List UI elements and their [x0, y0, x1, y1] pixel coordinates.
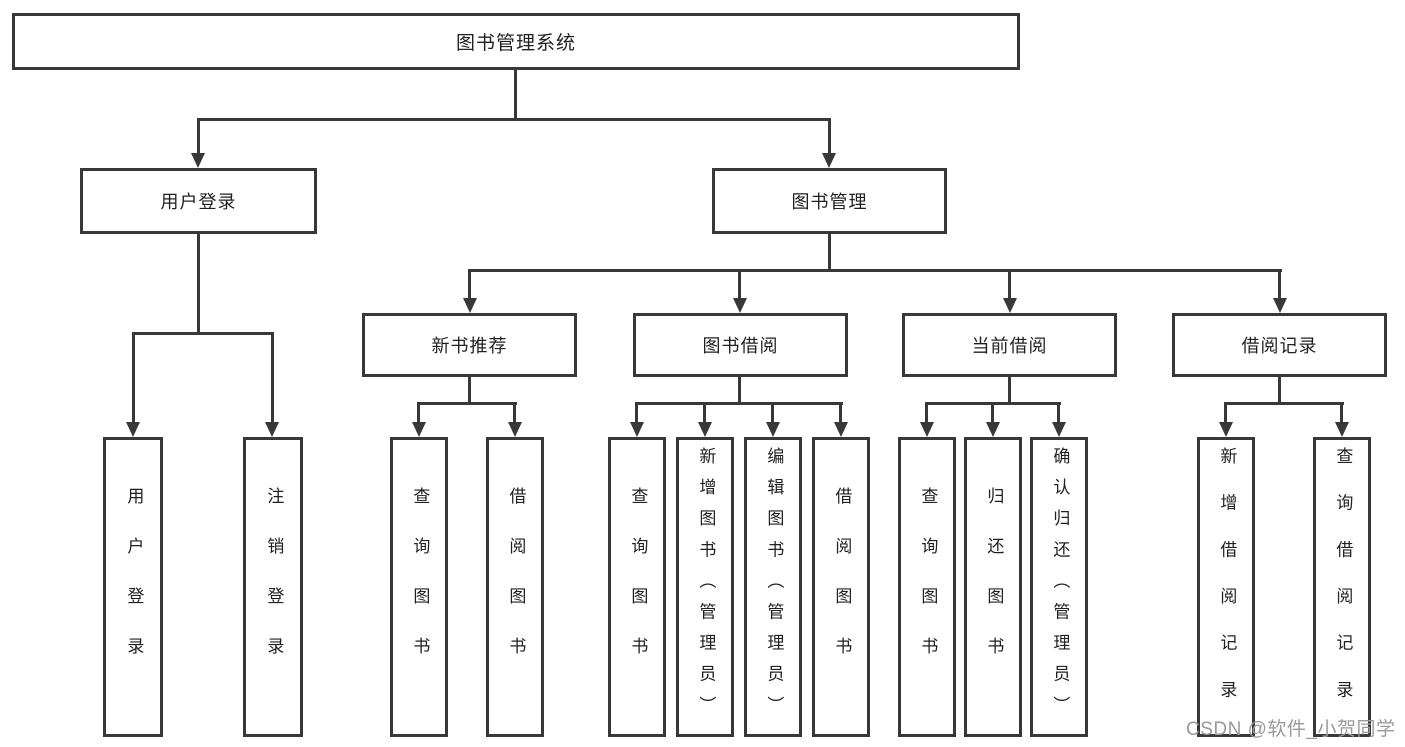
leaf-current-confirm-return-admin-label: 确认归还（管理员） — [1050, 447, 1070, 727]
arrow-newbook-query — [412, 422, 426, 437]
edge-root-stem — [514, 70, 517, 120]
edge-book-mgmt-stub4 — [1278, 269, 1281, 299]
edge-root-stub-left — [197, 118, 200, 155]
arrow-records-query — [1335, 422, 1349, 437]
node-new-book-recommend: 新书推荐 — [362, 313, 577, 377]
leaf-records-query-record-label: 查询借阅记录 — [1333, 447, 1353, 727]
leaf-newbook-query-books: 查询图书 — [390, 437, 448, 737]
arrow-borrow-query — [630, 422, 644, 437]
node-new-book-recommend-label: 新书推荐 — [431, 336, 508, 356]
leaf-borrow-borrow-books-label: 借阅图书 — [832, 487, 852, 687]
leaf-records-add-record-label: 新增借阅记录 — [1217, 447, 1237, 727]
node-book-management: 图书管理 — [712, 168, 947, 234]
edge-book-mgmt-stem — [828, 234, 831, 272]
edge-borrow-stub3 — [771, 402, 774, 423]
arrow-borrow-borrow — [834, 422, 848, 437]
edge-borrow-stem — [738, 377, 741, 405]
edge-book-mgmt-stub2 — [738, 269, 741, 299]
leaf-borrow-add-books-admin-label: 新增图书（管理员） — [696, 447, 716, 727]
leaf-current-confirm-return-admin: 确认归还（管理员） — [1030, 437, 1088, 737]
node-current-borrow-label: 当前借阅 — [971, 336, 1048, 356]
arrow-book-borrow — [733, 298, 747, 313]
edge-root-bar — [197, 118, 831, 121]
edge-book-mgmt-bar — [468, 269, 1282, 272]
leaf-borrow-add-books-admin: 新增图书（管理员） — [676, 437, 734, 737]
edge-records-stub2 — [1340, 402, 1343, 423]
node-current-borrow: 当前借阅 — [902, 313, 1117, 377]
edge-current-stub1 — [925, 402, 928, 423]
edge-records-stub1 — [1224, 402, 1227, 423]
leaf-borrow-query-books-label: 查询图书 — [628, 487, 648, 687]
edge-records-stem — [1278, 377, 1281, 405]
leaf-borrow-borrow-books: 借阅图书 — [812, 437, 870, 737]
edge-borrow-bar — [635, 402, 843, 405]
edge-borrow-stub2 — [703, 402, 706, 423]
node-root-label: 图书管理系统 — [455, 33, 576, 54]
edge-root-stub-right — [828, 118, 831, 155]
edge-newbook-stub1 — [417, 402, 420, 423]
edge-newbook-stem — [468, 377, 471, 405]
leaf-newbook-query-books-label: 查询图书 — [410, 487, 430, 687]
edge-current-stub2 — [991, 402, 994, 423]
edge-user-login-bar — [132, 332, 274, 335]
leaf-current-query-books: 查询图书 — [898, 437, 956, 737]
edge-newbook-bar — [417, 402, 517, 405]
edge-current-stub3 — [1057, 402, 1060, 423]
node-book-management-label: 图书管理 — [791, 192, 868, 212]
node-root-library-system: 图书管理系统 — [12, 13, 1020, 70]
leaf-current-return-books: 归还图书 — [964, 437, 1022, 737]
arrow-borrow-records — [1273, 298, 1287, 313]
leaf-newbook-borrow-books-label: 借阅图书 — [506, 487, 526, 687]
leaf-user-login: 用户登录 — [103, 437, 163, 737]
arrow-leaf-logout — [265, 422, 279, 437]
edge-records-bar — [1224, 402, 1344, 405]
node-book-borrow-label: 图书借阅 — [702, 336, 779, 356]
leaf-current-return-books-label: 归还图书 — [984, 487, 1004, 687]
edge-book-mgmt-stub1 — [468, 269, 471, 299]
node-user-login-label: 用户登录 — [160, 192, 237, 212]
edge-borrow-stub4 — [839, 402, 842, 423]
edge-user-login-stem — [197, 234, 200, 334]
edge-user-login-stub1 — [132, 332, 135, 423]
arrow-borrow-add — [698, 422, 712, 437]
edge-current-stem — [1008, 377, 1011, 405]
leaf-borrow-edit-books-admin: 编辑图书（管理员） — [744, 437, 802, 737]
node-borrow-records: 借阅记录 — [1172, 313, 1387, 377]
arrow-newbook-borrow — [508, 422, 522, 437]
edge-borrow-stub1 — [635, 402, 638, 423]
arrow-borrow-edit — [766, 422, 780, 437]
edge-book-mgmt-stub3 — [1008, 269, 1011, 299]
arrow-current-return — [986, 422, 1000, 437]
node-user-login: 用户登录 — [80, 168, 317, 234]
edge-newbook-stub2 — [513, 402, 516, 423]
arrow-book-management — [822, 153, 836, 168]
leaf-borrow-query-books: 查询图书 — [608, 437, 666, 737]
leaf-records-query-record: 查询借阅记录 — [1313, 437, 1371, 737]
node-borrow-records-label: 借阅记录 — [1241, 336, 1318, 356]
edge-user-login-stub2 — [271, 332, 274, 423]
arrow-leaf-login — [126, 422, 140, 437]
leaf-current-query-books-label: 查询图书 — [918, 487, 938, 687]
leaf-newbook-borrow-books: 借阅图书 — [486, 437, 544, 737]
leaf-records-add-record: 新增借阅记录 — [1197, 437, 1255, 737]
leaf-user-login-label: 用户登录 — [124, 487, 144, 687]
arrow-records-add — [1219, 422, 1233, 437]
arrow-user-login — [191, 153, 205, 168]
leaf-borrow-edit-books-admin-label: 编辑图书（管理员） — [764, 447, 784, 727]
arrow-current-confirm — [1052, 422, 1066, 437]
arrow-current-query — [920, 422, 934, 437]
watermark: CSDN @软件_小贺同学 — [1186, 719, 1396, 740]
node-book-borrow: 图书借阅 — [633, 313, 848, 377]
arrow-new-book-recommend — [463, 298, 477, 313]
leaf-user-logout: 注销登录 — [243, 437, 303, 737]
arrow-current-borrow — [1003, 298, 1017, 313]
leaf-user-logout-label: 注销登录 — [264, 487, 284, 687]
